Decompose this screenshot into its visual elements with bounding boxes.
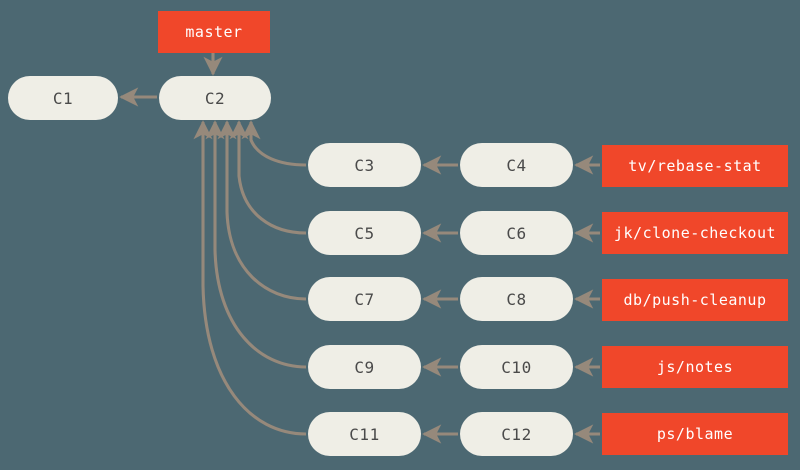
commit-node-c5[interactable]: C5: [308, 211, 421, 255]
branch-label-master[interactable]: master: [158, 11, 270, 53]
commit-node-c4[interactable]: C4: [460, 143, 573, 187]
branch-label-jk-clone-checkout[interactable]: jk/clone-checkout: [602, 212, 788, 254]
branch-label-ps-blame[interactable]: ps/blame: [602, 413, 788, 455]
branch-label-db-push-cleanup[interactable]: db/push-cleanup: [602, 279, 788, 321]
commit-node-c3[interactable]: C3: [308, 143, 421, 187]
branch-label-js-notes[interactable]: js/notes: [602, 346, 788, 388]
commit-node-c12[interactable]: C12: [460, 412, 573, 456]
edge-c7-to-c2: [217, 120, 307, 301]
commit-node-c8[interactable]: C8: [460, 277, 573, 321]
commit-node-c1[interactable]: C1: [8, 76, 118, 120]
commit-node-c11[interactable]: C11: [308, 412, 421, 456]
edge-c3-to-c2: [241, 120, 307, 167]
branch-label-tv-rebase-stat[interactable]: tv/rebase-stat: [602, 145, 788, 187]
edge-c9-to-c2: [205, 120, 307, 369]
commit-node-c10[interactable]: C10: [460, 345, 573, 389]
commit-node-c2[interactable]: C2: [159, 76, 271, 120]
commit-node-c9[interactable]: C9: [308, 345, 421, 389]
edge-c11-to-c2: [193, 120, 307, 436]
commit-node-c6[interactable]: C6: [460, 211, 573, 255]
edge-c5-to-c2: [229, 120, 307, 235]
commit-node-c7[interactable]: C7: [308, 277, 421, 321]
